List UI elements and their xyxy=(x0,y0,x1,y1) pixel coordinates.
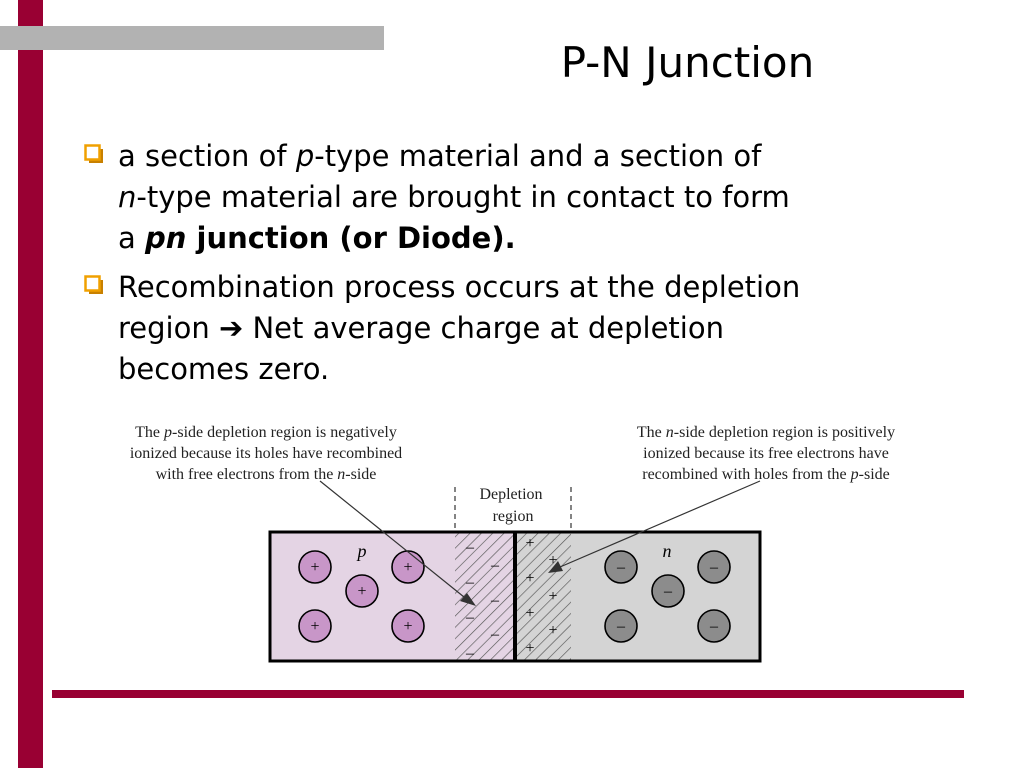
positive-ion-sign: + xyxy=(525,605,534,622)
depletion-region-label: Depletion region xyxy=(479,486,546,525)
arrow-icon: ➔ xyxy=(218,311,244,345)
positive-ion-sign: + xyxy=(548,552,557,569)
negative-ion-sign: – xyxy=(490,557,500,574)
left-accent-bar xyxy=(18,0,43,768)
top-gray-bar xyxy=(0,26,384,50)
electron-ion-circle: – xyxy=(604,609,638,643)
positive-ion-sign: + xyxy=(525,570,534,587)
hole-ion-circle: + xyxy=(298,609,332,643)
bullet-item: Recombination process occurs at the depl… xyxy=(82,267,982,390)
positive-ion-sign: + xyxy=(548,622,557,639)
bullet-text-segment: p xyxy=(295,139,315,173)
bullet-text-segment: Recombination process occurs at the depl… xyxy=(118,270,801,304)
bullet-text-segment: a xyxy=(118,221,145,255)
hole-ion-circle: + xyxy=(298,550,332,584)
svg-text:–: – xyxy=(709,559,719,576)
electron-ion-circle: – xyxy=(604,550,638,584)
svg-text:–: – xyxy=(709,618,719,635)
svg-text:–: – xyxy=(663,583,673,600)
p-label: p xyxy=(356,541,367,561)
positive-ion-sign: + xyxy=(548,588,557,605)
svg-text:–: – xyxy=(616,559,626,576)
bullet-text-segment: region xyxy=(118,311,219,345)
n-side-annotation: The n-side depletion region is positivel… xyxy=(637,424,895,483)
negative-ion-sign: – xyxy=(465,609,475,626)
electron-ion-circle: – xyxy=(651,574,685,608)
positive-ion-sign: + xyxy=(525,535,534,552)
p-side-pointer-arrow xyxy=(319,480,476,606)
bullet-text-segment: a section of xyxy=(118,139,296,173)
hole-ion-circle: + xyxy=(345,574,379,608)
n-label: n xyxy=(663,541,672,561)
n-side-pointer-arrow xyxy=(548,480,761,573)
ions-layer: +++++––––––––––––+++++++ xyxy=(298,535,731,662)
square-bullet-icon xyxy=(84,275,103,294)
bullet-text-segment: becomes zero. xyxy=(118,352,330,386)
square-bullet-icon xyxy=(84,144,103,163)
pn-junction-diagram: The p-side depletion region is negativel… xyxy=(130,424,895,663)
positive-ion-sign: + xyxy=(525,640,534,657)
bullet-list: a section of p-type material and a secti… xyxy=(82,136,982,398)
svg-text:+: + xyxy=(357,583,366,600)
negative-ion-sign: – xyxy=(465,539,475,556)
bullet-text-segment: junction (or Diode). xyxy=(186,221,516,255)
p-side-annotation: The p-side depletion region is negativel… xyxy=(130,424,402,483)
bullet-item: a section of p-type material and a secti… xyxy=(82,136,982,259)
negative-ion-sign: – xyxy=(490,626,500,643)
svg-text:–: – xyxy=(616,618,626,635)
bullet-text-segment: pn xyxy=(145,221,187,255)
negative-ion-sign: – xyxy=(490,592,500,609)
svg-text:+: + xyxy=(403,618,412,635)
negative-ion-sign: – xyxy=(465,574,475,591)
svg-text:+: + xyxy=(310,618,319,635)
svg-text:+: + xyxy=(403,559,412,576)
slide-title: P-N Junction xyxy=(560,38,815,87)
bullet-text-segment: -type material and a section of xyxy=(314,139,762,173)
negative-ion-sign: – xyxy=(465,645,475,662)
electron-ion-circle: – xyxy=(697,609,731,643)
hole-ion-circle: + xyxy=(391,550,425,584)
bottom-accent-bar xyxy=(52,690,964,698)
svg-text:+: + xyxy=(310,559,319,576)
bullet-text-segment: n xyxy=(118,180,137,214)
bullet-text-segment: -type material are brought in contact to… xyxy=(136,180,790,214)
hole-ion-circle: + xyxy=(391,609,425,643)
bullet-text-segment: Net average charge at depletion xyxy=(243,311,724,345)
electron-ion-circle: – xyxy=(697,550,731,584)
